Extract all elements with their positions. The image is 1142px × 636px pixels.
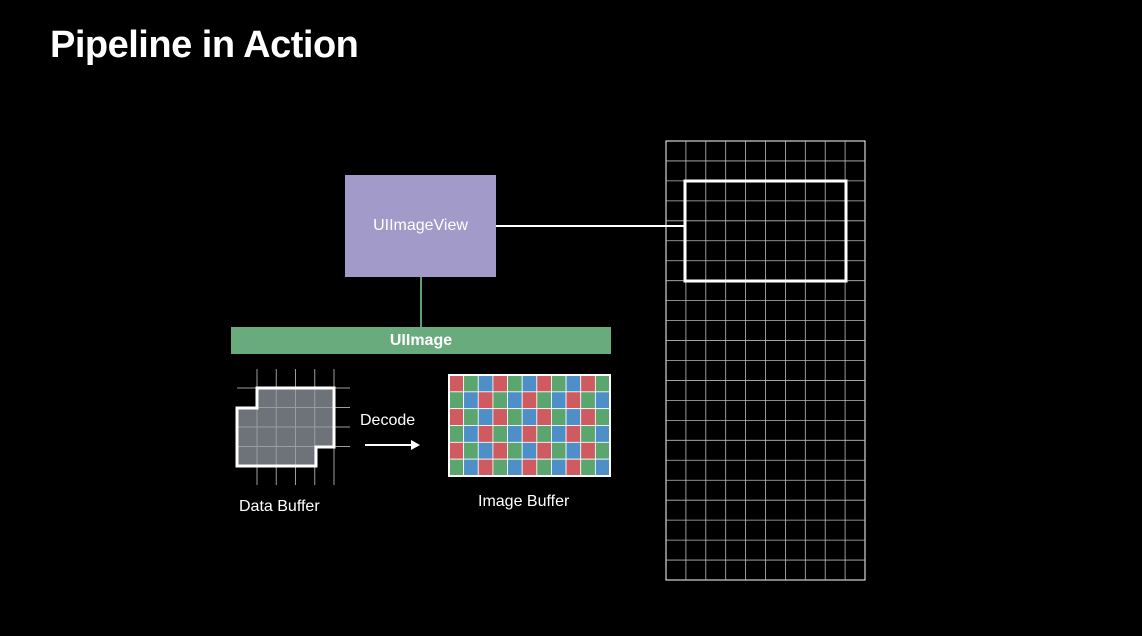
uiimage-bar: UIImage xyxy=(231,327,611,354)
slide-title: Pipeline in Action xyxy=(50,24,359,66)
uiimageview-label: UIImageView xyxy=(373,217,468,234)
image-buffer-label: Image Buffer xyxy=(478,493,570,510)
image-buffer-outline xyxy=(448,374,611,477)
imageview-frame-highlight xyxy=(683,179,848,283)
data-buffer-outline xyxy=(235,386,336,468)
uiimageview-box: UIImageView xyxy=(345,175,496,277)
uiimage-label: UIImage xyxy=(389,331,453,349)
data-buffer-label: Data Buffer xyxy=(239,498,320,515)
uiimage-to-imageview-connector xyxy=(420,277,422,327)
imageview-to-screen-connector xyxy=(496,225,685,227)
decode-arrow-icon xyxy=(365,440,420,450)
decode-label: Decode xyxy=(360,412,416,429)
